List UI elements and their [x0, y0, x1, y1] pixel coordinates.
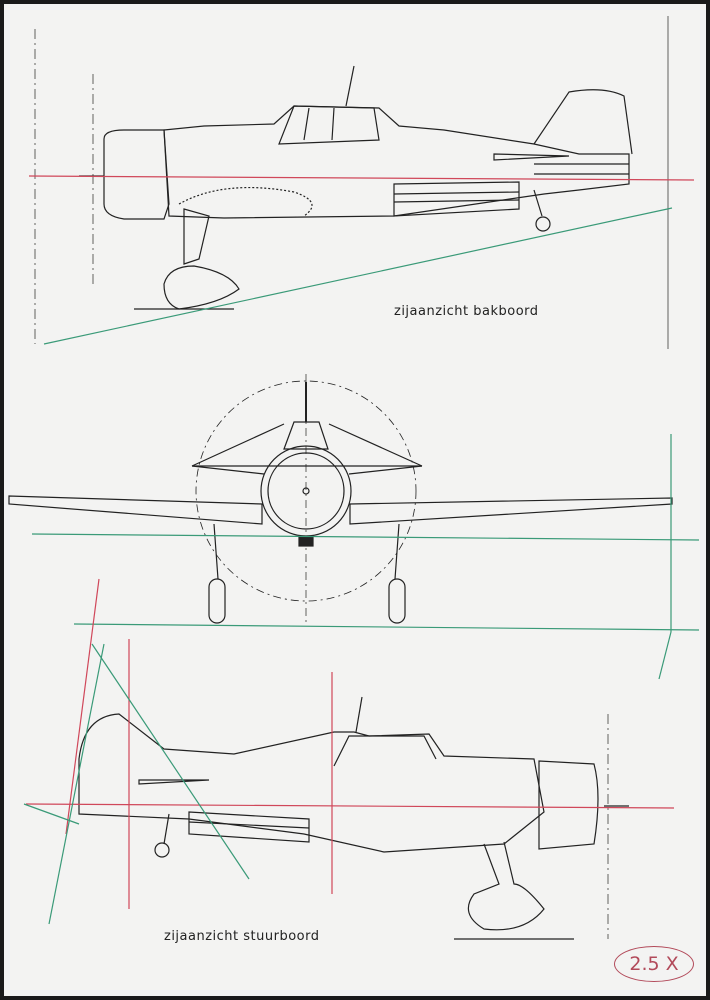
- starboard-side-view: [23, 578, 675, 940]
- port-side-view: [28, 16, 695, 349]
- starboard-side-view-label: zijaanzicht stuurboord: [164, 929, 320, 944]
- scale-annotation: 2.5 X: [614, 946, 694, 982]
- front-view: [8, 374, 700, 680]
- drawing-sheet: zijaanzicht bakboord zijaanzicht stuurbo…: [4, 4, 706, 996]
- aircraft-drawing: [8, 16, 700, 940]
- port-side-view-label: zijaanzicht bakboord: [394, 304, 539, 319]
